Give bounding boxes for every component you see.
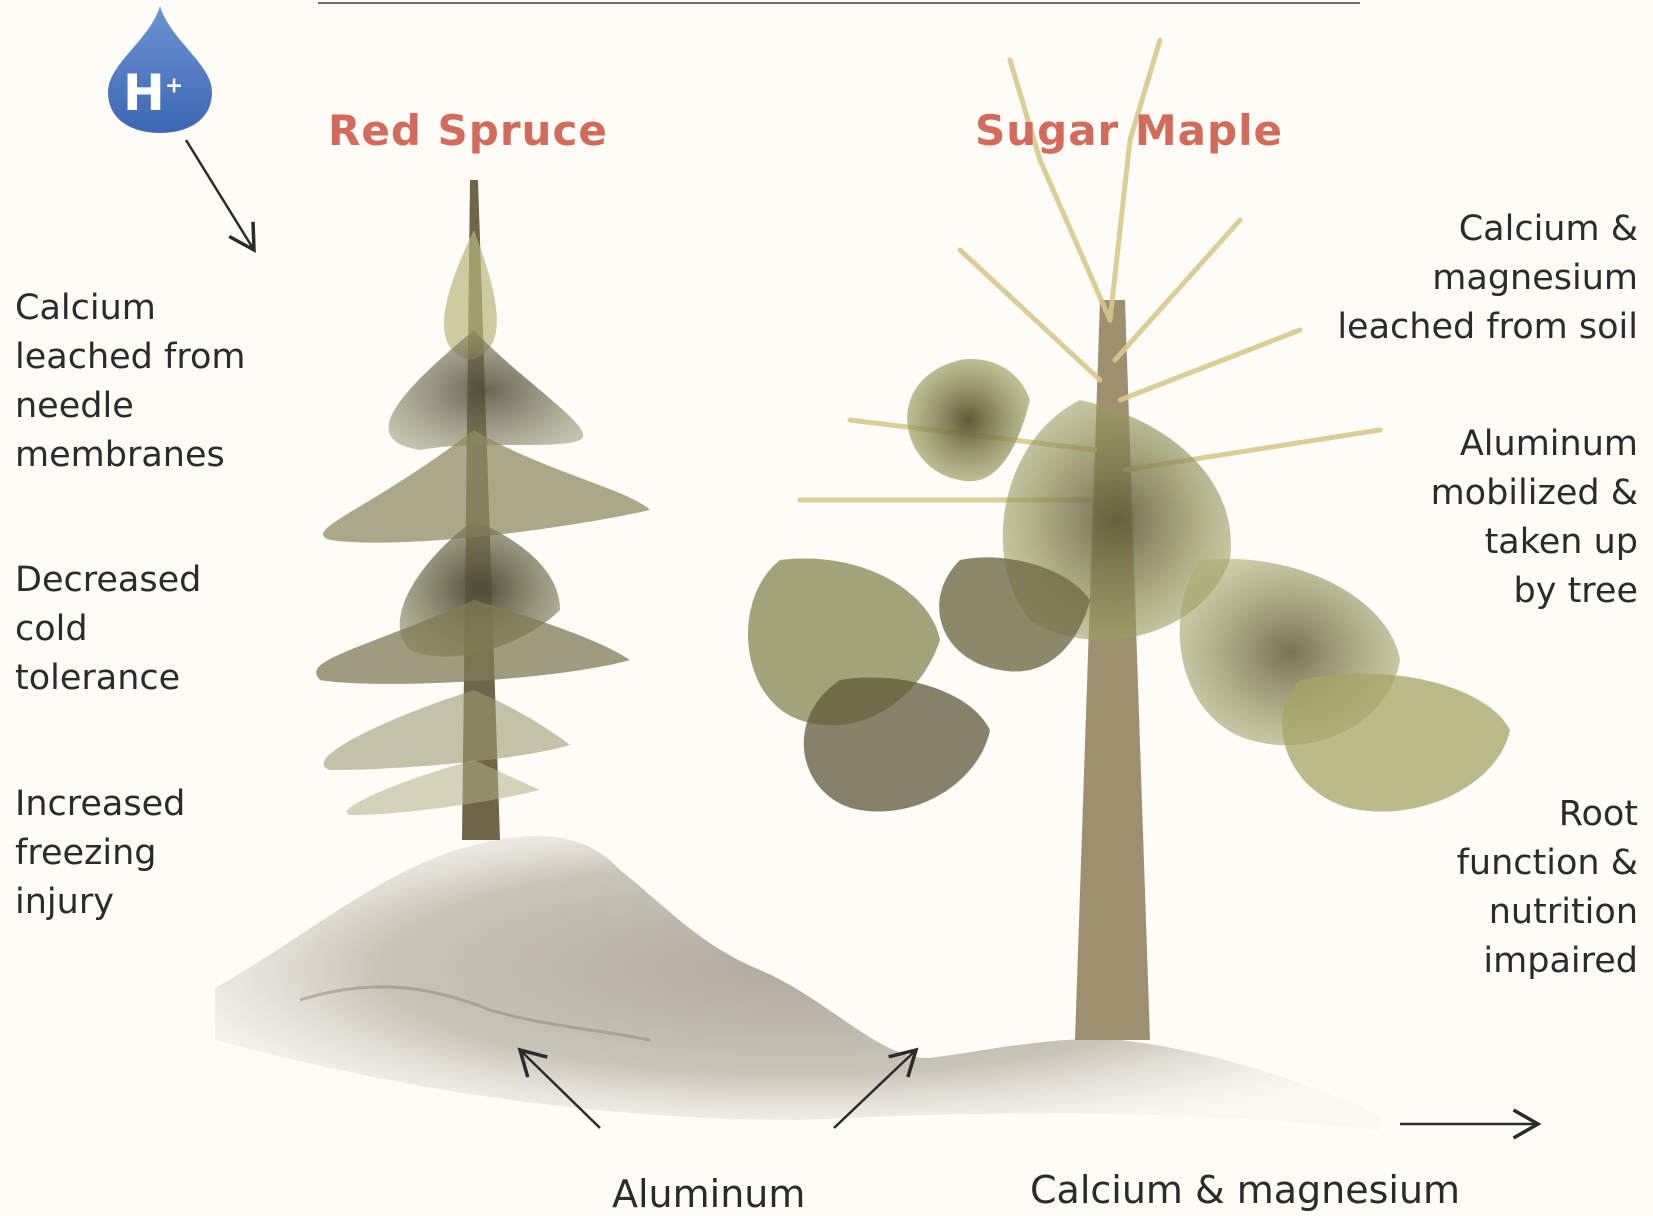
- cold-tolerance-label: Decreased cold tolerance: [15, 556, 201, 703]
- hydrogen-charge: +: [165, 73, 183, 98]
- root-function-label: Root function & nutrition impaired: [1457, 790, 1638, 986]
- aluminum-label: Aluminum: [612, 1172, 805, 1216]
- red-spruce-tree: [316, 180, 650, 840]
- hydrogen-letter: H: [123, 64, 165, 122]
- drop-arrow-icon: [186, 140, 254, 250]
- aluminum-uptake-label: Aluminum mobilized & taken up by tree: [1431, 420, 1638, 616]
- sugar-maple-title: Sugar Maple: [975, 106, 1283, 155]
- freezing-injury-label: Increased freezing injury: [15, 780, 185, 927]
- soil-leaching-label: Calcium & magnesium leached from soil: [1337, 205, 1638, 352]
- sugar-maple-tree: [748, 40, 1510, 1040]
- calcium-leached-label: Calcium leached from needle membranes: [15, 284, 245, 480]
- hydrogen-symbol: H+: [123, 64, 183, 122]
- soil-mound: [215, 836, 1380, 1130]
- calcium-magnesium-label: Calcium & magnesium: [1030, 1168, 1460, 1212]
- red-spruce-title: Red Spruce: [328, 106, 608, 155]
